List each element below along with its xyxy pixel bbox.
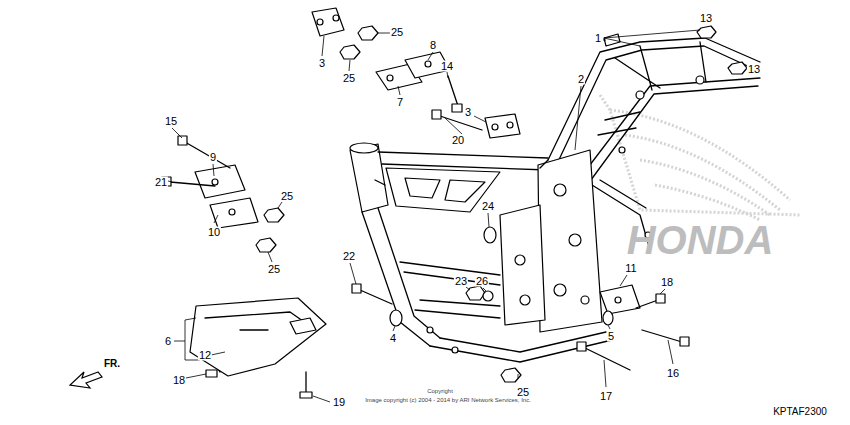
callout-number: 13 [699,13,713,24]
callout-number: 3 [464,107,472,118]
callout-number: 25 [390,27,404,38]
callout-number: 1 [594,33,602,44]
honda-watermark: HONDA [626,220,775,260]
callout-number: 25 [280,191,294,202]
callout-number: 23 [454,276,468,287]
front-marker: FR. [103,359,121,369]
callout-number: 18 [172,375,186,386]
diagram-code: KPTAF2300 [772,407,828,417]
bolt [162,76,689,398]
callout-number: 16 [666,368,680,379]
callout-number: 25 [516,387,530,398]
leader-line [168,30,700,402]
callout-number: 5 [607,331,615,342]
main-frame [350,143,612,362]
callout-number: 21 [154,177,168,188]
callout-number: 25 [342,73,356,84]
callout-number: 10 [207,227,221,238]
callout-number: 13 [747,64,761,75]
callout-number: 14 [440,61,454,72]
callout-number: 17 [599,391,613,402]
callout-number: 18 [660,277,674,288]
callout-number: 8 [429,40,437,51]
skid-plate [190,298,326,376]
callout-number: 20 [451,135,465,146]
callout-number: 11 [624,263,637,274]
callout-number: 22 [342,251,356,262]
callout-number: 19 [332,397,346,408]
callout-number: 15 [164,116,178,127]
front-arrow [70,372,102,388]
rubber-mount [312,8,520,138]
callout-number: 24 [481,201,495,212]
callout-number: 3 [318,58,326,69]
callout-number: 9 [209,152,217,163]
callout-number: 12 [198,350,212,361]
callout-number: 4 [389,333,397,344]
callout-number: 7 [396,97,404,108]
callout-number: 6 [164,336,172,347]
copyright-text: Image copyright (c) 2004 - 2014 by ARI N… [364,397,532,403]
nut [256,26,747,382]
copyright-text: Copyright [426,388,454,394]
callout-number: 25 [267,264,281,275]
callout-number: 26 [475,276,489,287]
bracket [195,52,640,314]
callout-number: 2 [577,74,585,85]
